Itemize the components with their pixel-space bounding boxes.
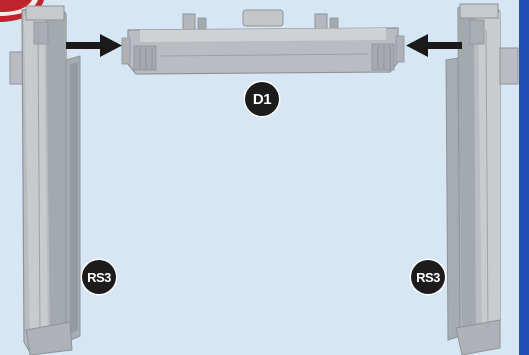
arrow-left-icon [406,34,462,57]
center-crossbar-part [121,9,405,75]
left-upright-part [9,5,81,355]
right-frame-edge [519,0,529,355]
arrow-right-icon [66,34,122,57]
part-label-d1: D1 [245,82,279,116]
part-label-rs3-left: RS3 [82,260,116,294]
right-upright-part [445,3,519,355]
part-label-rs3-right: RS3 [411,260,445,294]
